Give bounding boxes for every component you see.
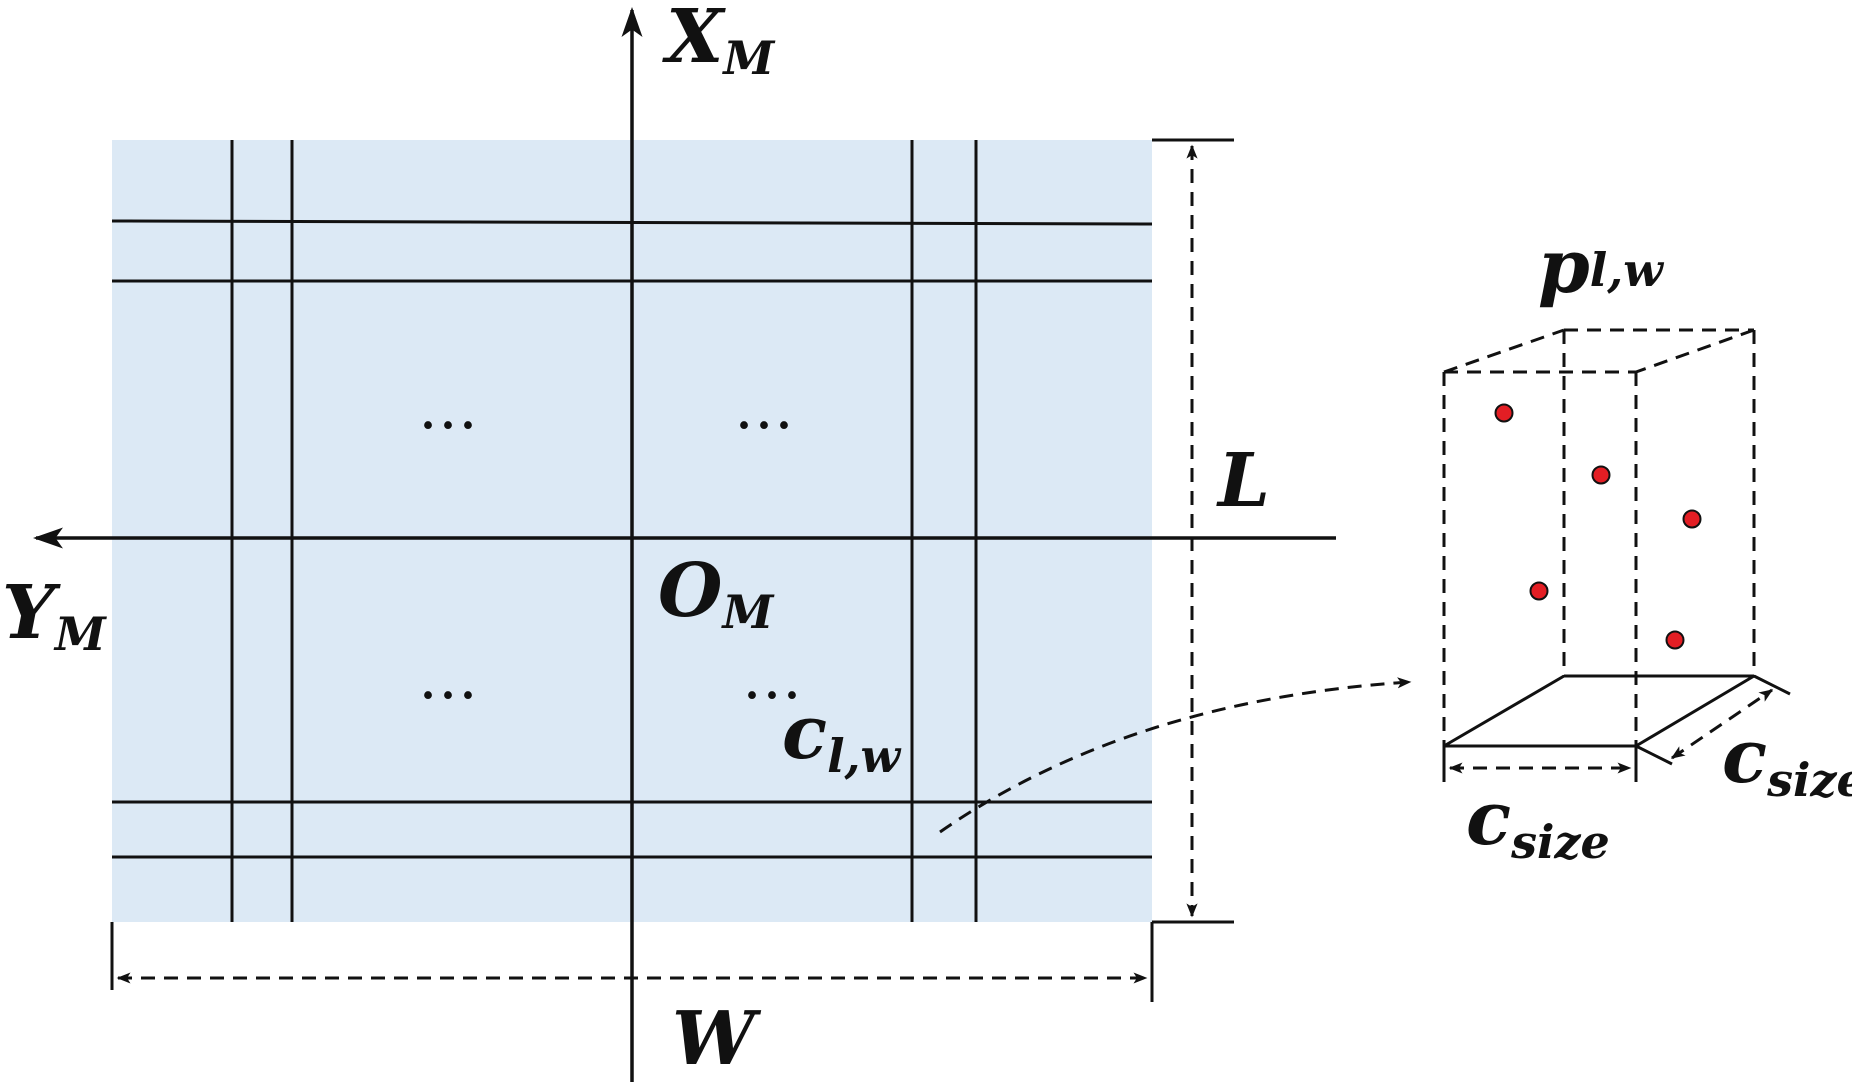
- length-dimension: [1152, 138, 1234, 924]
- ellipsis-top-right: …: [734, 373, 800, 443]
- width-dimension: [110, 922, 1154, 1002]
- point: [1665, 630, 1685, 650]
- cell-size-side-label: csize: [1722, 714, 1852, 807]
- point-set-label: pl,w: [1538, 224, 1664, 310]
- grid-vertical-lines: [230, 140, 978, 922]
- lidar-points: [1494, 403, 1702, 650]
- length-label: L: [1216, 438, 1270, 524]
- ellipsis-bottom-left: …: [418, 643, 484, 713]
- point: [1494, 403, 1514, 423]
- width-label: W: [672, 996, 762, 1082]
- cell-size-front-label: csize: [1466, 776, 1610, 869]
- point: [1529, 581, 1549, 601]
- cell-label: cl,w: [782, 690, 902, 783]
- ellipsis-top-left: …: [418, 373, 484, 443]
- cell-box: [1442, 328, 1791, 782]
- origin-label: OM: [658, 548, 775, 639]
- cell-pointer-arrow: [939, 677, 1412, 834]
- point: [1591, 465, 1611, 485]
- y-axis-label: YM: [2, 570, 108, 661]
- x-axis-label: XM: [662, 0, 776, 85]
- point: [1682, 509, 1702, 529]
- ellipsis-bottom-right: …: [742, 643, 808, 713]
